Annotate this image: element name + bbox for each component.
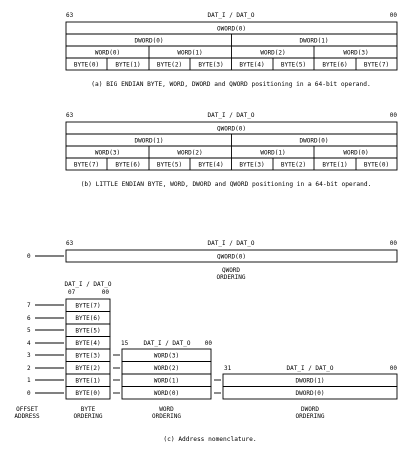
little-endian-table: 63 DAT_I / DAT_O 00 QWORD(0) DWORD(1) DW… — [65, 112, 398, 188]
be-bit-lo: 00 — [390, 12, 398, 19]
le-byte: BYTE(7) — [74, 162, 99, 169]
offset-label: 7 — [27, 302, 31, 309]
word-column: 15 DAT_I / DAT_O 00 WORD(3) WORD(2) WORD… — [113, 340, 213, 400]
le-word: WORD(1) — [260, 150, 285, 157]
byte-cell-label: BYTE(3) — [75, 353, 100, 360]
qword-bus-label: DAT_I / DAT_O — [208, 240, 255, 247]
byte-bit-lo: 00 — [102, 289, 110, 296]
byte-cell-label: BYTE(4) — [75, 340, 100, 347]
be-byte: BYTE(6) — [322, 62, 347, 69]
dword-column: 31 DAT_I / DAT_O 00 DWORD(1) DWORD(0) — [214, 365, 398, 400]
dword-cell-label: DWORD(0) — [296, 390, 325, 397]
qword-bit-lo: 00 — [390, 240, 398, 247]
be-word: WORD(3) — [343, 50, 368, 57]
dword-cell — [222, 386, 398, 400]
word-bit-hi: 15 — [121, 340, 129, 347]
offset-label: 5 — [27, 327, 31, 334]
byte-cell — [65, 386, 111, 400]
be-word: WORD(0) — [95, 50, 120, 57]
byte-cell-label: BYTE(2) — [75, 365, 100, 372]
le-bit-hi: 63 — [66, 112, 74, 119]
word-ordering-label: WORD — [159, 406, 174, 413]
offset-address-label: OFFSET — [16, 406, 38, 413]
byte-cell-label: BYTE(0) — [75, 390, 100, 397]
offset-address-label: ADDRESS — [14, 413, 40, 420]
address-caption: (c) Address nomenclature. — [163, 436, 256, 443]
be-byte: BYTE(0) — [74, 62, 99, 69]
dword-bit-hi: 31 — [224, 365, 232, 372]
le-oword: QWORD(0) — [217, 126, 246, 133]
be-byte: BYTE(4) — [239, 62, 264, 69]
le-byte: BYTE(0) — [364, 162, 389, 169]
le-byte: BYTE(2) — [281, 162, 306, 169]
le-word: WORD(2) — [177, 150, 202, 157]
word-cell-label: WORD(3) — [154, 353, 179, 360]
byte-cell-label: BYTE(6) — [75, 315, 100, 322]
word-cell-label: WORD(2) — [154, 365, 179, 372]
be-oword: OWORD(0) — [217, 26, 246, 33]
le-bus-label: DAT_I / DAT_O — [208, 112, 255, 119]
be-bus-label: DAT_I / DAT_O — [208, 12, 255, 19]
dword-bus-label: DAT_I / DAT_O — [287, 365, 334, 372]
offset-column: 7 6 5 4 3 2 1 0 — [27, 302, 64, 397]
offset-label: 4 — [27, 340, 31, 347]
byte-ordering-label: ORDERING — [74, 413, 103, 420]
le-dword: DWORD(1) — [135, 138, 164, 145]
le-byte: BYTE(4) — [198, 162, 223, 169]
dword-bit-lo: 00 — [390, 365, 398, 372]
qword-offset: 0 — [27, 253, 31, 260]
dword-cell-label: DWORD(1) — [296, 378, 325, 385]
be-dword: DWORD(0) — [135, 38, 164, 45]
byte-cell-label: BYTE(5) — [75, 328, 100, 335]
byte-column: BYTE(7) BYTE(6) BYTE(5) BYTE(4) BYTE(3) … — [65, 298, 111, 400]
offset-label: 2 — [27, 365, 31, 372]
be-caption: (a) BIG ENDIAN BYTE, WORD, DWORD and QWO… — [91, 81, 370, 88]
byte-ordering-label: BYTE — [81, 406, 96, 413]
be-bit-hi: 63 — [66, 12, 74, 19]
le-word: WORD(0) — [343, 150, 368, 157]
qword-cell-label: QWORD(0) — [217, 254, 246, 261]
le-bit-lo: 00 — [390, 112, 398, 119]
be-word: WORD(1) — [177, 50, 202, 57]
word-cell-label: WORD(1) — [154, 378, 179, 385]
qword-bit-hi: 63 — [66, 240, 74, 247]
le-dword: DWORD(0) — [300, 138, 329, 145]
byte-cell-label: BYTE(1) — [75, 378, 100, 385]
offset-label: 0 — [27, 390, 31, 397]
big-endian-table: 63 DAT_I / DAT_O 00 OWORD(0) DWORD(0) DW… — [65, 12, 398, 88]
word-ordering-label: ORDERING — [152, 413, 181, 420]
offset-label: 6 — [27, 315, 31, 322]
byte-cell-label: BYTE(7) — [75, 303, 100, 310]
be-byte: BYTE(1) — [115, 62, 140, 69]
address-nomenclature: 63 DAT_I / DAT_O 00 0 QWORD(0) QWORD ORD… — [14, 240, 398, 443]
dword-ordering-label: ORDERING — [296, 413, 325, 420]
le-caption: (b) LITTLE ENDIAN BYTE, WORD, DWORD and … — [81, 181, 372, 188]
offset-label: 3 — [27, 352, 31, 359]
byte-bus-label: DAT_I / DAT_O — [65, 281, 112, 288]
word-bus-label: DAT_I / DAT_O — [144, 340, 191, 347]
be-byte: BYTE(5) — [281, 62, 306, 69]
offset-label: 1 — [27, 377, 31, 384]
qword-ordering-label: QWORD — [222, 267, 240, 274]
word-cell-label: WORD(0) — [154, 390, 179, 397]
qword-ordering-label: ORDERING — [217, 274, 246, 281]
le-word: WORD(3) — [95, 150, 120, 157]
le-byte: BYTE(1) — [322, 162, 347, 169]
le-byte: BYTE(6) — [115, 162, 140, 169]
dword-ordering-label: DWORD — [301, 406, 319, 413]
be-word: WORD(2) — [260, 50, 285, 57]
be-dword: DWORD(1) — [300, 38, 329, 45]
byte-bit-hi: 07 — [68, 289, 76, 296]
word-cell — [121, 386, 212, 400]
word-bit-lo: 00 — [205, 340, 213, 347]
le-byte: BYTE(5) — [157, 162, 182, 169]
le-byte: BYTE(3) — [239, 162, 264, 169]
be-byte: BYTE(7) — [364, 62, 389, 69]
be-byte: BYTE(3) — [198, 62, 223, 69]
be-byte: BYTE(2) — [157, 62, 182, 69]
qword-cell — [65, 249, 398, 263]
